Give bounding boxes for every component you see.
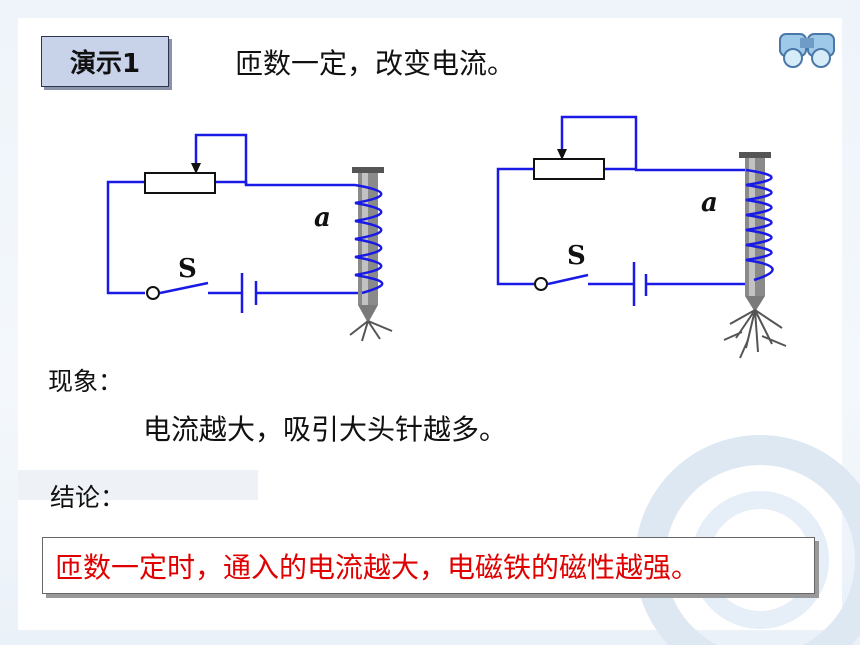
binoculars-icon (779, 33, 835, 68)
switch-contact-left (146, 286, 160, 300)
conclusion-label: 结论： (50, 483, 126, 512)
demo-badge-label: 演示1 (69, 49, 141, 79)
switch-label-left: S (178, 254, 197, 284)
coil-label-left: a (314, 203, 331, 233)
coil-label-right: a (701, 188, 718, 218)
slide-title: 匝数一定，改变电流。 (235, 47, 516, 80)
circuit-diagram-left (106, 133, 393, 342)
switch-contact-right (534, 277, 548, 291)
phenomenon-text: 电流越大，吸引大头针越多。 (143, 413, 508, 446)
switch-label-right: S (567, 241, 586, 271)
rheostat-left (144, 172, 216, 194)
circuit-diagram-right (496, 115, 787, 359)
rheostat-right (533, 158, 605, 180)
demo-badge: 演示1 (41, 36, 169, 87)
conclusion-text: 匝数一定时，通入的电流越大，电磁铁的磁性越强。 (55, 550, 700, 584)
conclusion-box: 匝数一定时，通入的电流越大，电磁铁的磁性越强。 (42, 537, 815, 594)
phenomenon-label: 现象： (48, 367, 124, 396)
